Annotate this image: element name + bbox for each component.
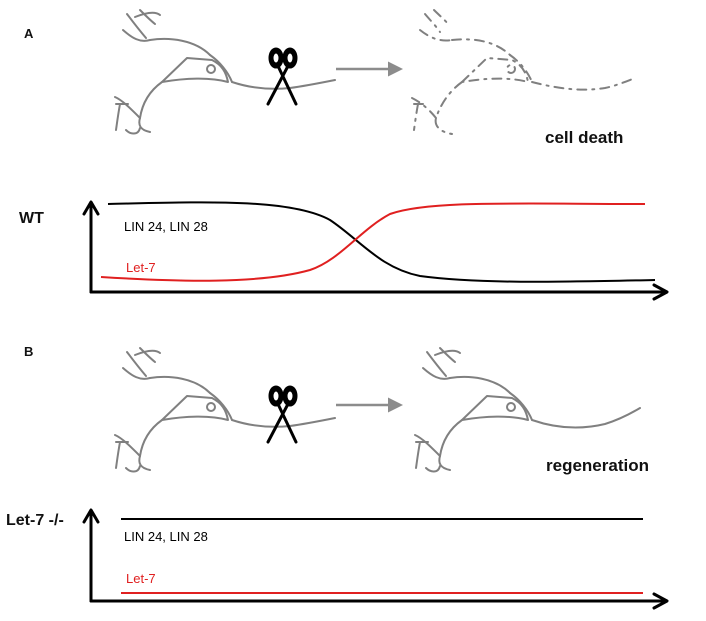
panel-a-outcome-label: cell death — [545, 128, 624, 147]
panel-a-letter: A — [24, 26, 34, 41]
panel-b-lin-label: LIN 24, LIN 28 — [124, 529, 208, 544]
panel-a-fragmented-neuron-sketch — [411, 9, 636, 135]
panel-a-let7-curve — [100, 202, 646, 282]
panel-b-intact-neuron-sketch — [114, 347, 336, 473]
panel-a-ylabel: WT — [19, 210, 44, 227]
panel-b-regenerated-neuron-sketch — [414, 347, 641, 473]
panel-b-ylabel: Let-7 -/- — [6, 512, 64, 529]
panel-a-lin-label: LIN 24, LIN 28 — [124, 219, 208, 234]
panel-b-scissors-icon — [266, 385, 298, 444]
panel-b-outcome-label: regeneration — [546, 456, 649, 475]
panel-b-letter: B — [24, 344, 34, 359]
panel-a-let7-label: Let-7 — [126, 260, 156, 275]
panel-b-let7-label: Let-7 — [126, 571, 156, 586]
panel-a-scissors-icon — [266, 47, 298, 106]
panel-a-intact-neuron-sketch — [114, 9, 336, 135]
panel-a-axes — [82, 200, 669, 301]
panel-b-axes — [82, 508, 669, 610]
panel-a-lin24-lin28-curve — [107, 201, 656, 283]
